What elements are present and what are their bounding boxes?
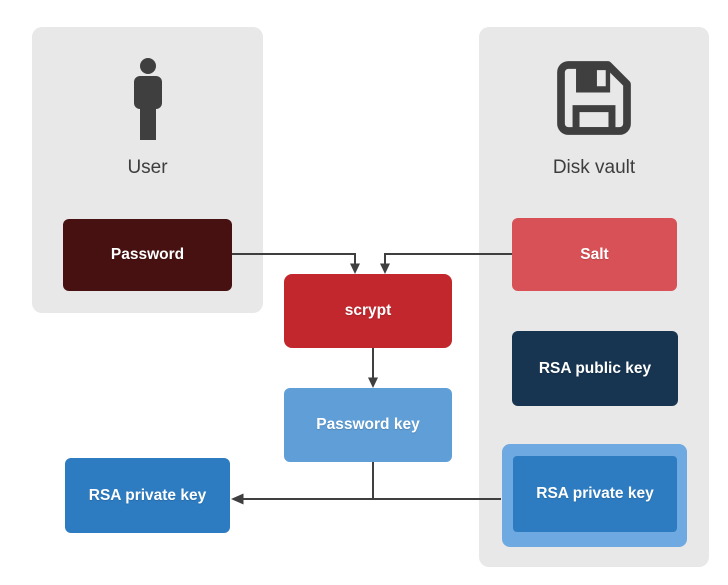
person-icon [133,58,162,140]
connector-password-to-scrypt [232,253,356,265]
user-panel-label: User [127,157,168,178]
arrowhead-into-password-key [368,377,378,388]
rsa-private-key-vault-node-label: RSA private key [536,485,654,502]
connector-salt-to-scrypt [384,253,512,265]
rsa-public-key-node-label: RSA public key [538,359,652,377]
rsa-private-key-vault-frame: RSA private key [502,444,687,547]
scrypt-node-label: scrypt [344,302,392,319]
rsa-public-key-node: RSA public key [512,331,678,406]
floppy-disk-icon [557,61,631,135]
password-node: Password [63,219,232,291]
password-key-node: Password key [284,388,452,462]
arrowhead-into-rsa-private-user [231,493,244,505]
rsa-private-key-user-node-label: RSA private key [88,486,207,504]
rsa-private-key-vault-node: RSA private key [513,456,677,532]
password-key-node-label: Password key [316,416,420,433]
password-node-label: Password [110,246,185,263]
scrypt-node: scrypt [284,274,452,348]
disk-vault-panel-label: Disk vault [552,157,636,178]
salt-node-label: Salt [580,245,609,263]
arrowhead-password-into-scrypt [350,263,360,274]
salt-node: Salt [512,218,677,291]
arrowhead-salt-into-scrypt [380,263,390,274]
rsa-private-key-user-node: RSA private key [65,458,230,533]
